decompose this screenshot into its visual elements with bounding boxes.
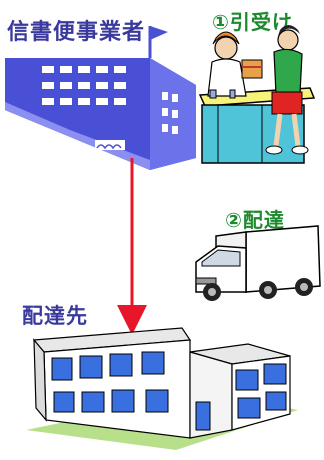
destination-label: 配達先 [22, 304, 88, 328]
delivery-truck-icon [195, 225, 321, 301]
pickup-step-label: ①引受け [212, 10, 293, 34]
counter-clerk-customer-icon [198, 25, 316, 164]
office-building-icon [5, 26, 196, 170]
house-building-icon [26, 327, 298, 450]
delivery-step-label: ②配達 [225, 208, 285, 232]
carrier-label: 信書便事業者 [7, 20, 146, 45]
